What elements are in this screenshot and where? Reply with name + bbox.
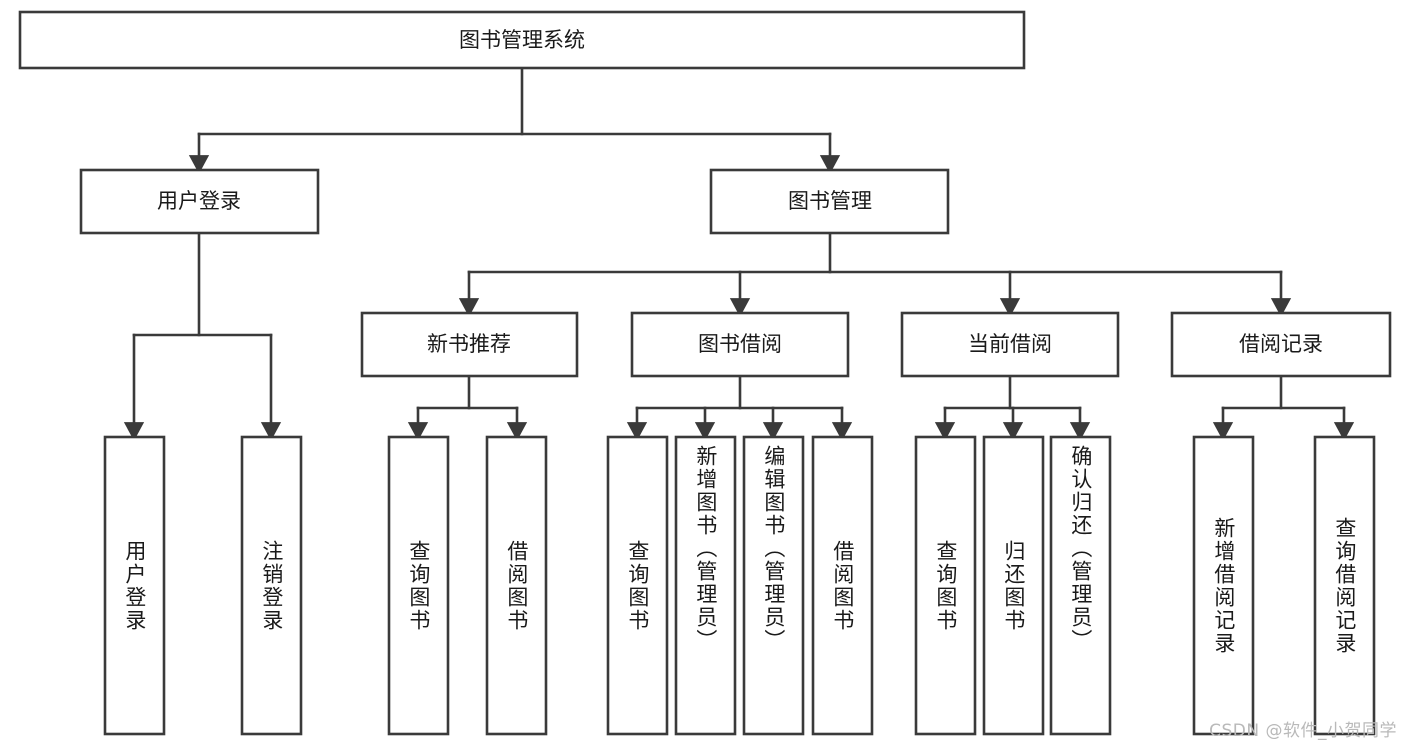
node-current-borrow[interactable]: 当前借阅 xyxy=(900,311,1120,378)
leaf-box-borrow-record-0[interactable] xyxy=(1192,435,1255,736)
leaf-box-current-borrow-2[interactable] xyxy=(1049,435,1112,736)
leaf-box-book-borrow-2[interactable] xyxy=(742,435,805,736)
leaf-box-current-borrow-0[interactable] xyxy=(914,435,977,736)
leaf-box-user-login-0[interactable] xyxy=(103,435,166,736)
leaf-box-book-borrow-3[interactable] xyxy=(811,435,874,736)
leaf-box-new-book-1[interactable] xyxy=(485,435,548,736)
node-root[interactable]: 图书管理系统 xyxy=(18,10,1026,70)
node-book-manage[interactable]: 图书管理 xyxy=(709,168,950,235)
leaf-box-book-borrow-1[interactable] xyxy=(674,435,737,736)
node-book-manage-label: 图书管理 xyxy=(788,189,872,213)
node-root-label: 图书管理系统 xyxy=(459,28,585,52)
node-book-borrow[interactable]: 图书借阅 xyxy=(630,311,850,378)
node-user-login[interactable]: 用户登录 xyxy=(79,168,320,235)
leaf-box-user-login-1[interactable] xyxy=(240,435,303,736)
node-new-book[interactable]: 新书推荐 xyxy=(360,311,579,378)
edges-layer xyxy=(123,66,1355,441)
leaf-box-current-borrow-1[interactable] xyxy=(982,435,1045,736)
node-book-borrow-label: 图书借阅 xyxy=(698,332,782,356)
node-borrow-record-label: 借阅记录 xyxy=(1239,332,1323,356)
csdn-watermark: CSDN @软件_小贺同学 xyxy=(1209,721,1397,741)
leaf-box-new-book-0[interactable] xyxy=(387,435,450,736)
nodes-layer: 图书管理系统 用户登录 图书管理 新书推荐 图书借阅 当前 xyxy=(18,10,1392,736)
leaf-box-book-borrow-0[interactable] xyxy=(606,435,669,736)
leaf-box-borrow-record-1[interactable] xyxy=(1313,435,1376,736)
node-current-borrow-label: 当前借阅 xyxy=(968,332,1052,356)
node-user-login-label: 用户登录 xyxy=(157,189,241,213)
node-borrow-record[interactable]: 借阅记录 xyxy=(1170,311,1392,378)
node-new-book-label: 新书推荐 xyxy=(427,332,511,356)
